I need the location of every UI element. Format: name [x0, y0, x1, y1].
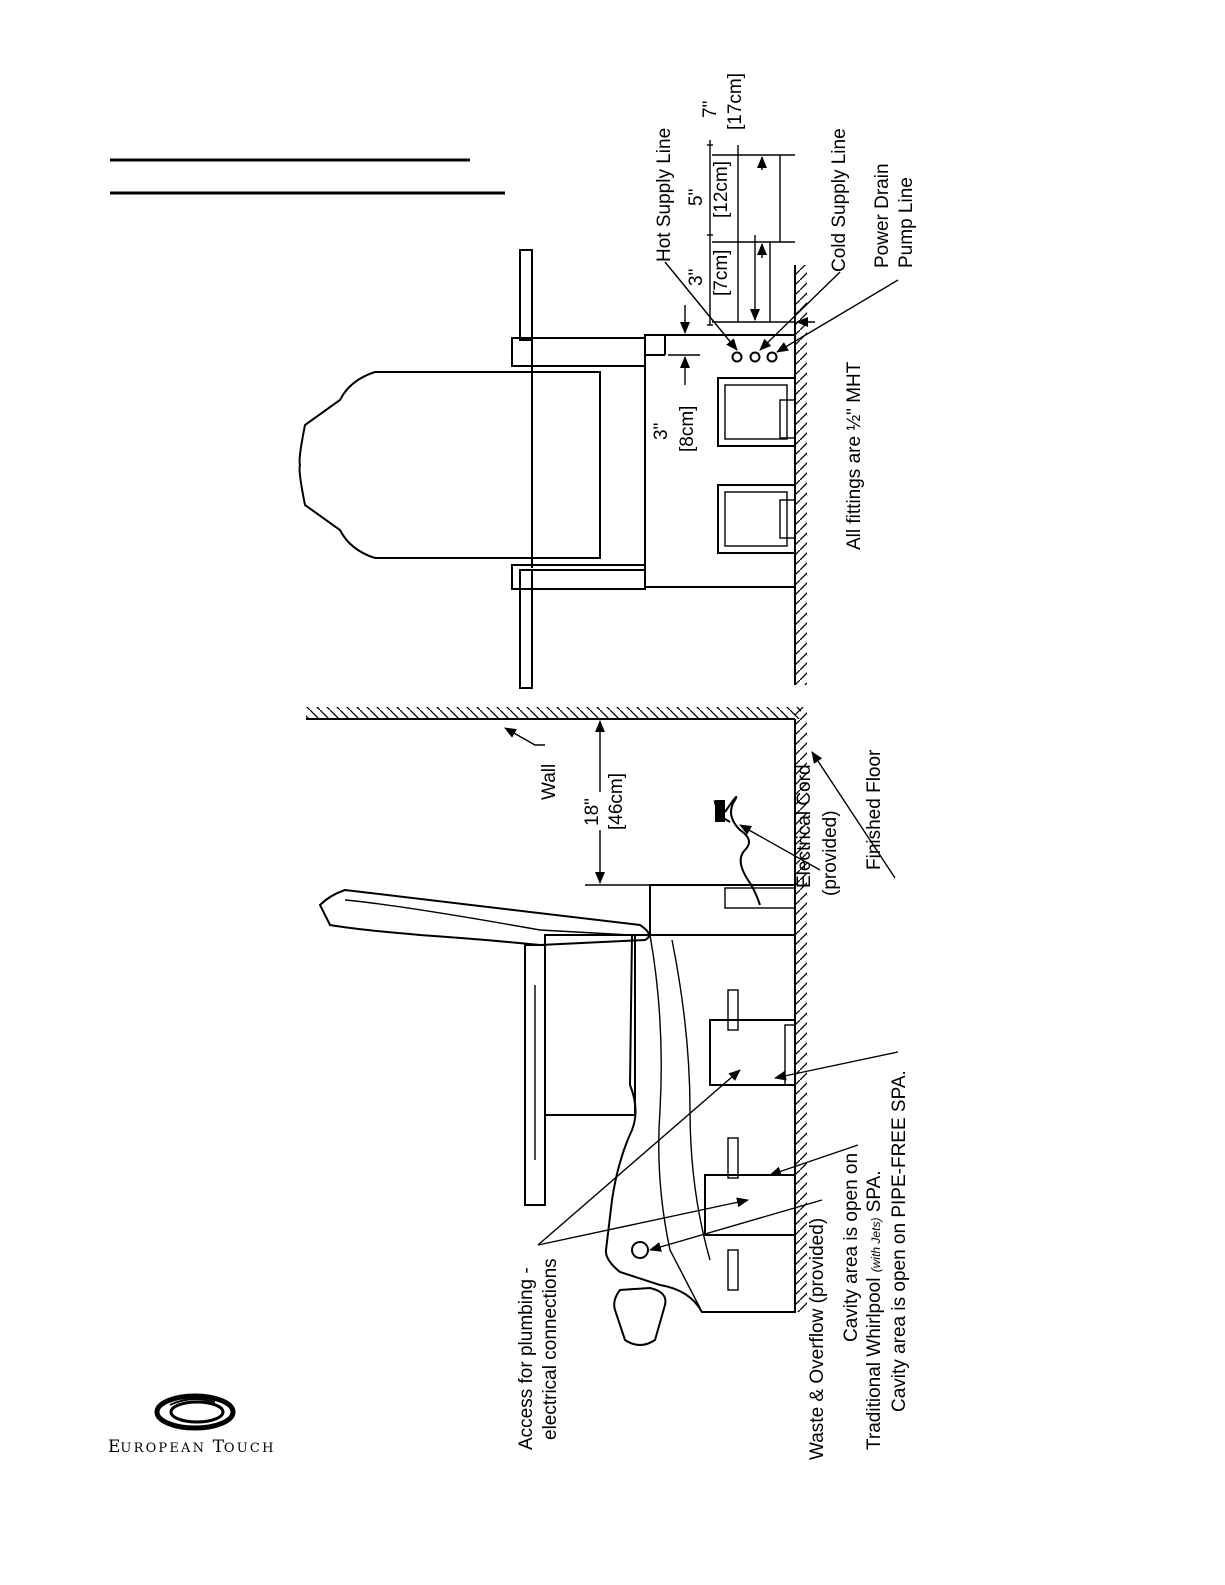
dim-3: 3" [686, 269, 707, 286]
finished-floor-label: Finished Floor [864, 749, 885, 870]
drain-fitting [766, 351, 778, 363]
cavity-label-1: Cavity area is open on [841, 1153, 862, 1342]
european-touch-logo: EUROPEAN TOUCH [108, 1393, 276, 1457]
dim-3-metric: [7cm] [711, 250, 732, 296]
handle [613, 1286, 667, 1346]
waste-overflow-label: Waste & Overflow (provided) [807, 1218, 828, 1460]
hot-supply-fitting [731, 351, 743, 363]
clearance-metric: [46cm] [606, 773, 627, 830]
front-chair-back [298, 371, 601, 559]
cavity-label-3: Cavity area is open on PIPE-FREE SPA. [889, 1070, 910, 1412]
cold-supply-label: Cold Supply Line [829, 128, 850, 272]
fittings-note: All fittings are ½" MHT [844, 361, 865, 550]
electrical-cord-note: (provided) [820, 810, 841, 896]
dim-7: 7" [700, 101, 721, 118]
clearance-label: 18" [582, 798, 603, 826]
electrical-cord-label: Electrical Cord [794, 764, 815, 888]
drain-label-1: Power Drain [872, 163, 893, 268]
front-floor-hatch [795, 265, 807, 685]
dim-7-metric: [17cm] [725, 73, 746, 130]
access-label-2: electrical connections [540, 1258, 561, 1440]
wall-hatch [306, 707, 801, 719]
cavity-label-2: Traditional Whirlpool (with Jets) SPA. [864, 1170, 885, 1450]
dim-5: 5" [686, 189, 707, 206]
drain-label-2: Pump Line [896, 177, 917, 268]
electrical-cord [724, 796, 761, 906]
logo-wordmark: EUROPEAN TOUCH [108, 1437, 276, 1457]
wall-label: Wall [539, 764, 560, 800]
dim-3-top: 3" [651, 423, 672, 440]
dim-5-metric: [12cm] [711, 161, 732, 218]
front-access-panel-left [717, 484, 796, 554]
front-access-panel-right [717, 377, 796, 447]
logo-swirl-icon [154, 1393, 236, 1431]
side-view: Wall 18" [46cm] [306, 707, 910, 1460]
front-view: Hot Supply Line Cold Supply Line Power D… [298, 73, 917, 689]
front-base [644, 334, 796, 588]
hot-supply-label: Hot Supply Line [654, 128, 675, 262]
tub-body [604, 934, 796, 1313]
door-panel [318, 888, 650, 947]
cold-supply-fitting [749, 351, 761, 363]
access-label-1: Access for plumbing - [516, 1267, 537, 1450]
dim-3-top-metric: [8cm] [677, 406, 698, 452]
